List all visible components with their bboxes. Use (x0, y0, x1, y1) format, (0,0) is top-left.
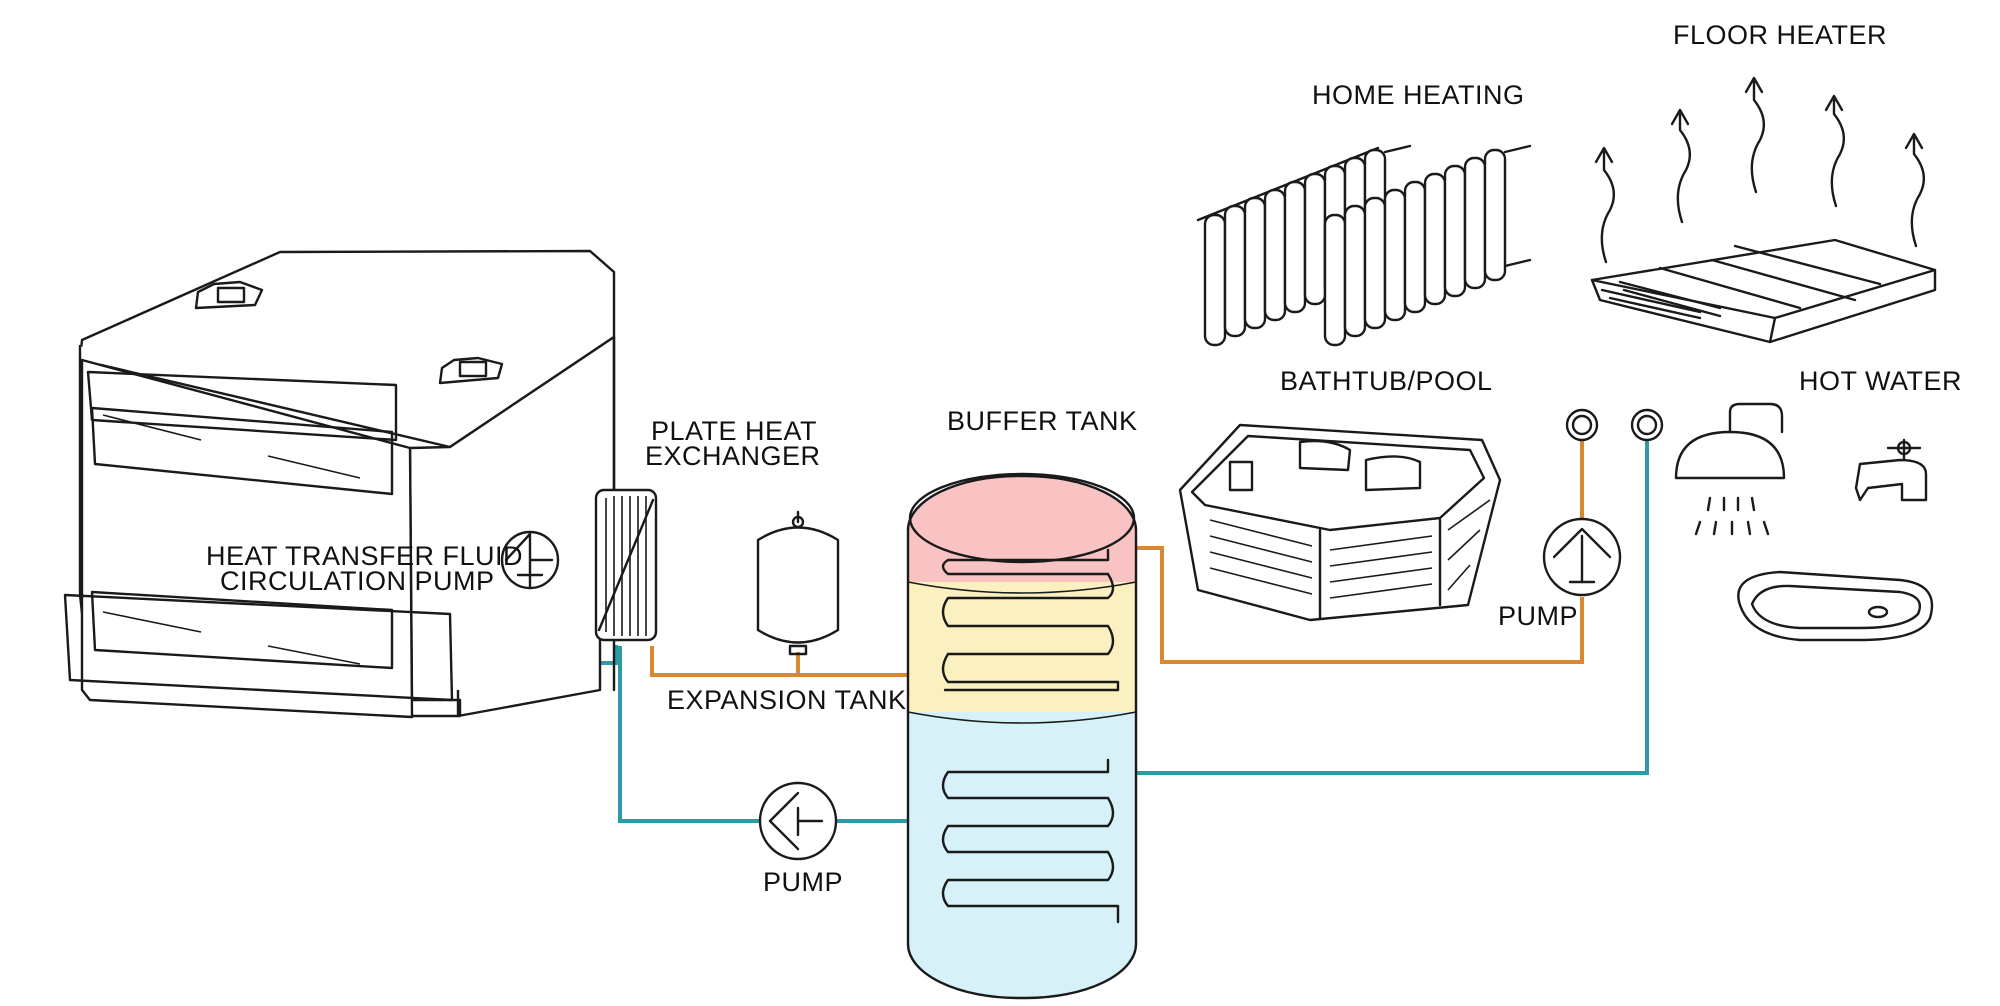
hot-water-label: HOT WATER (1799, 366, 1962, 396)
floor-heater-label: FLOOR HEATER (1673, 20, 1888, 50)
buffer-tank-label: BUFFER TANK (947, 406, 1138, 436)
bathtub-icon (1178, 423, 1502, 622)
shower-icon (1674, 402, 1786, 536)
expansion-tank-icon (756, 510, 840, 656)
radiator-icon-2 (1323, 144, 1532, 347)
buffer-tank-icon (906, 472, 1138, 1000)
plate-heat-exchanger-label-line-2: EXCHANGER (645, 441, 821, 471)
home-heating-label: HOME HEATING (1312, 80, 1525, 110)
plate-heat-exchanger-icon (594, 488, 658, 642)
circulation-pump-label-line-2: CIRCULATION PUMP (220, 566, 495, 596)
circulation-pump-icon (500, 530, 560, 590)
pump-icon-bottom (758, 781, 838, 861)
outlet-hot-icon (1565, 408, 1599, 442)
pump-bottom-label: PUMP (763, 867, 844, 897)
expansion-tank-label: EXPANSION TANK (667, 685, 907, 715)
plate-heat-exchanger-label-line-1: PLATE HEAT (651, 416, 818, 446)
floor-heater-icon (1590, 76, 1937, 344)
circulation-pump-label-line-1: HEAT TRANSFER FLUID (206, 541, 524, 571)
faucet-icon (1854, 438, 1928, 502)
pipes (528, 440, 1649, 823)
pump-icon-right (1542, 517, 1622, 597)
pump-right-label: PUMP (1498, 601, 1579, 631)
outlet-cold-icon (1630, 408, 1664, 442)
sink-icon (1737, 570, 1934, 642)
boiler-icon (63, 249, 616, 719)
bathtub-pool-label: BATHTUB/POOL (1280, 366, 1493, 396)
